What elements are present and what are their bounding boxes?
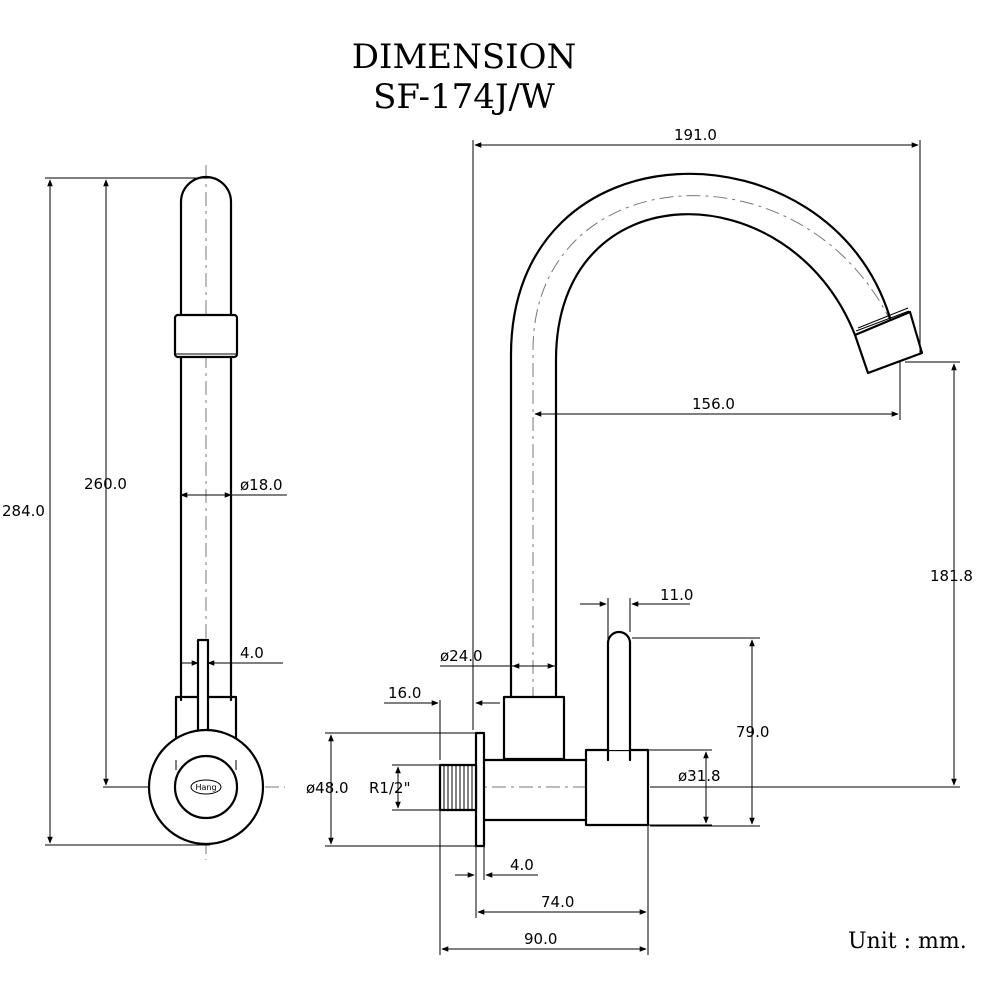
spout-curve-side xyxy=(509,172,892,702)
aerator-side xyxy=(853,307,924,375)
dim-plate-thickness: 4.0 xyxy=(510,856,534,874)
front-view: Hang 284.0 260.0 ø18.0 4.0 xyxy=(2,165,287,860)
title-line-2: SF-174J/W xyxy=(373,77,555,117)
dim-thread: R1/2" xyxy=(369,779,410,797)
aerator-ring-front xyxy=(173,313,239,359)
lever-side xyxy=(606,630,632,752)
flange-inner-front xyxy=(173,754,239,820)
dim-body-dia: ø31.8 xyxy=(678,767,721,785)
body-side xyxy=(482,758,588,822)
brand-logo-text: Hang xyxy=(195,783,216,792)
dim-lever-offset: 11.0 xyxy=(660,586,693,604)
dim-spout-height: 181.8 xyxy=(930,567,973,585)
wall-flange-side xyxy=(474,731,486,848)
dim-spout-dia: ø18.0 xyxy=(240,476,283,494)
dim-height-spout: 260.0 xyxy=(84,475,127,493)
dim-lever-height: 79.0 xyxy=(736,723,769,741)
dim-total-length: 90.0 xyxy=(524,930,557,948)
spout-collar-side xyxy=(502,695,566,761)
thread-lines xyxy=(443,765,473,810)
threaded-pipe xyxy=(438,763,478,812)
dim-spout-reach: 156.0 xyxy=(692,395,735,413)
dim-flange-thickness: 16.0 xyxy=(388,684,421,702)
dim-flange-dia: ø48.0 xyxy=(306,779,349,797)
side-view: 191.0 156.0 181.8 11.0 ø24.0 79.0 1 xyxy=(306,126,973,955)
dim-pipe-dia: ø24.0 xyxy=(440,647,483,665)
spout-tube-front xyxy=(179,175,233,702)
dim-lever-width: 4.0 xyxy=(240,644,264,662)
spout-curve-inner xyxy=(554,213,857,702)
brand-logo xyxy=(190,779,222,795)
unit-label: Unit : mm. xyxy=(848,929,967,954)
valve-body-side xyxy=(584,748,650,827)
dim-overall-width: 191.0 xyxy=(674,126,717,144)
dim-body-length: 74.0 xyxy=(541,893,574,911)
title-line-1: DIMENSION xyxy=(352,37,576,77)
dim-height-total: 284.0 xyxy=(2,502,45,520)
